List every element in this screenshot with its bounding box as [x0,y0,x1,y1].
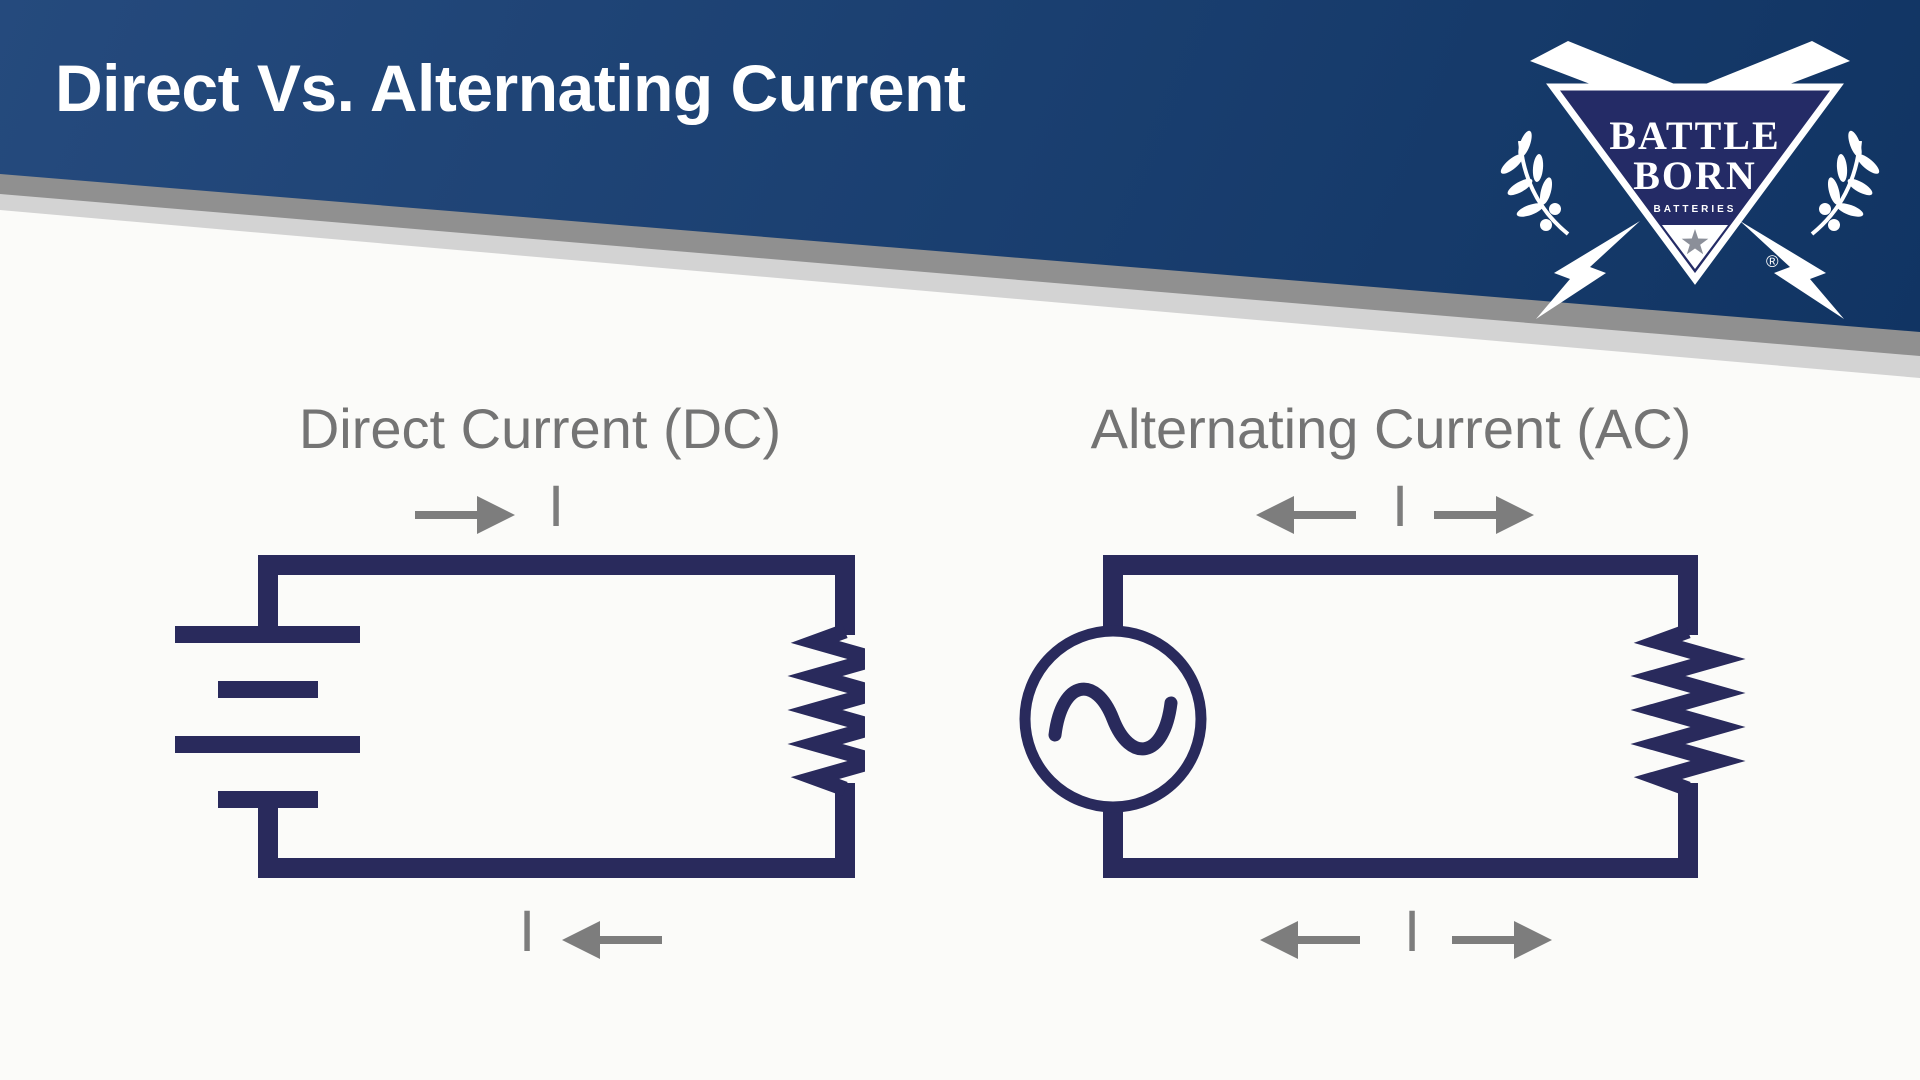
ac-top-current-arrow-left-icon [1256,496,1356,534]
battery-icon [175,626,360,808]
ac-source-icon [1019,625,1207,813]
ac-top-current-symbol: I [1392,474,1409,539]
dc-bottom-current-arrow-left-icon [562,921,662,959]
page-title: Direct Vs. Alternating Current [55,51,966,125]
ac-top-current-arrow-right-icon [1434,496,1534,534]
ac-bottom-current-arrow-right-icon [1452,921,1552,959]
logo-word-batteries: BATTERIES [1654,204,1737,215]
battle-born-logo: BATTLE BORN BATTERIES ® [1500,41,1880,319]
logo-triangle [1546,83,1844,285]
dc-wires [258,555,855,878]
logo-word-battle: BATTLE [1609,113,1780,158]
dc-bottom-current-symbol: I [519,899,536,964]
ac-bottom-current-symbol: I [1404,899,1421,964]
logo-star-icon [1681,229,1709,255]
dc-circuit-diagram [175,555,865,878]
ac-resistor-icon [1630,623,1746,797]
ac-circuit-diagram [1019,555,1746,878]
logo-word-born: BORN [1633,153,1757,198]
ac-wires [1103,555,1698,878]
laurel-right-icon [1810,130,1880,236]
laurel-left-icon [1500,130,1570,236]
dc-top-current-symbol: I [548,474,565,539]
registered-mark: ® [1766,252,1779,271]
ac-bottom-current-arrow-left-icon [1260,921,1360,959]
dc-top-current-arrow-right-icon [415,496,515,534]
dc-resistor-icon [787,623,865,797]
dc-circuit-label: Direct Current (DC) [298,397,782,460]
lightning-bolt-icon [1536,221,1844,319]
ac-circuit-label: Alternating Current (AC) [1090,397,1692,460]
